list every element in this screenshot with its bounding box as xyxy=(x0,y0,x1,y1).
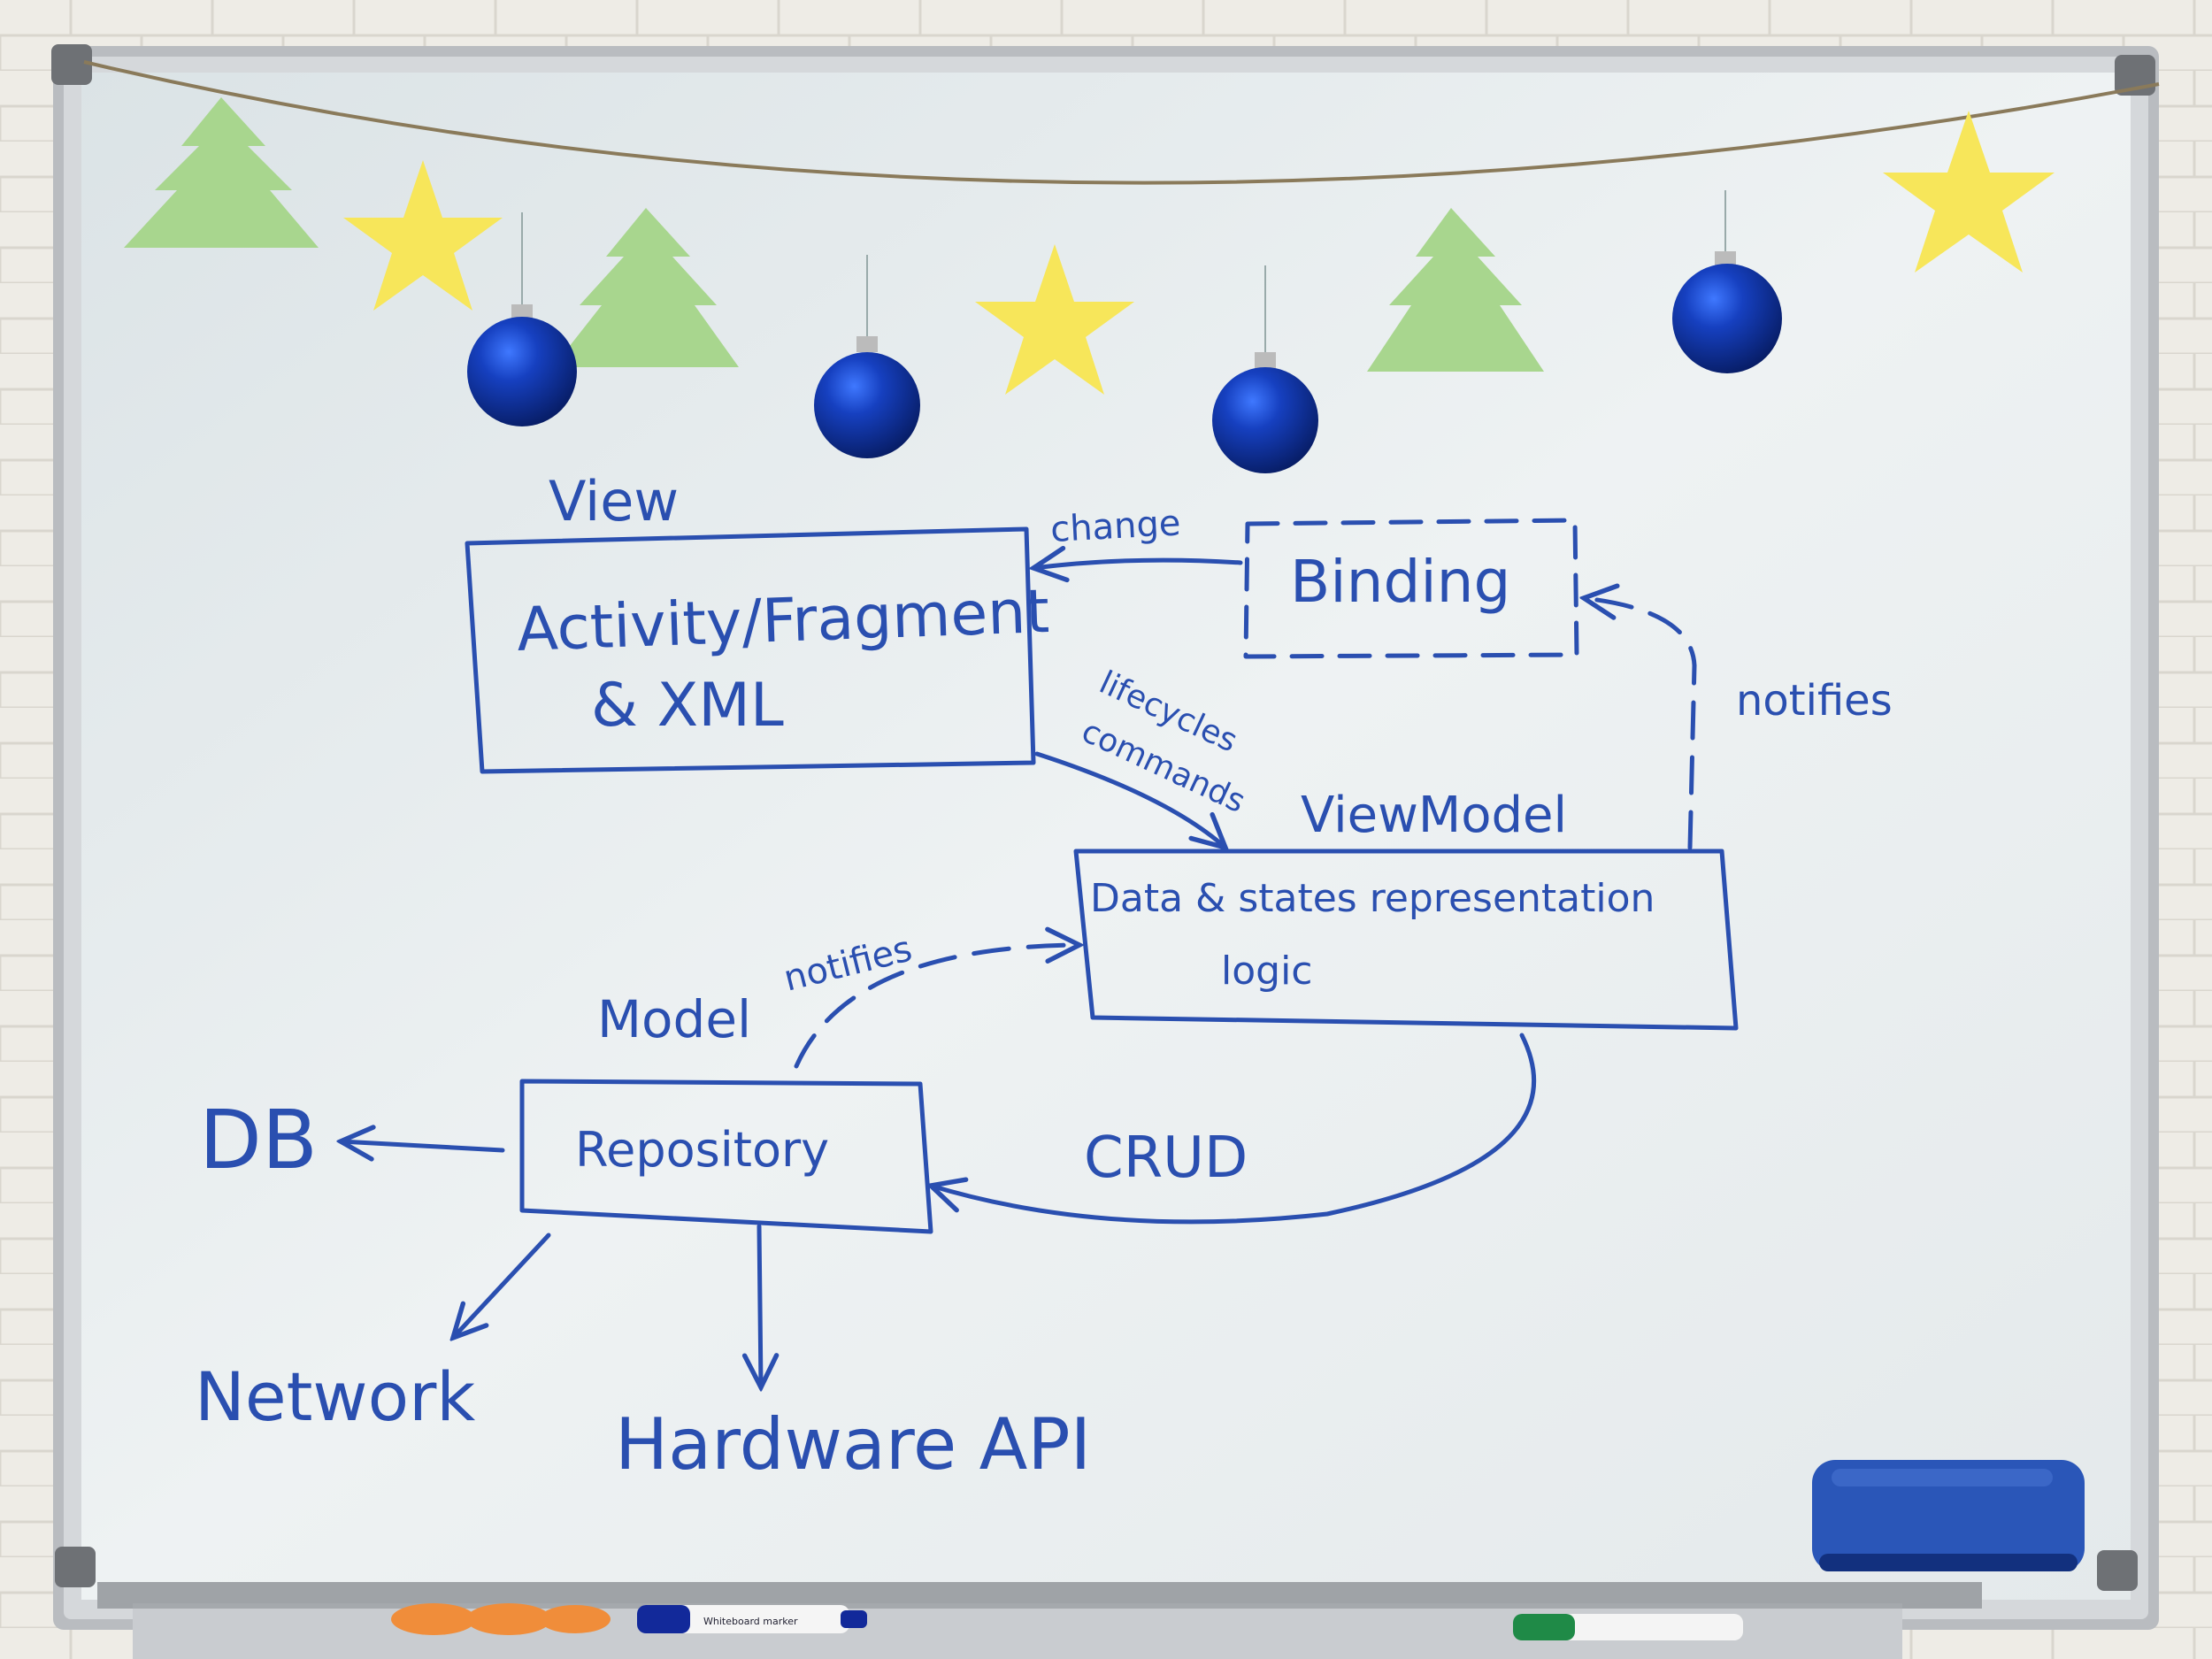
magnet-icon xyxy=(540,1605,611,1633)
paper-star-icon xyxy=(343,160,503,311)
crud-label: CRUD xyxy=(1084,1125,1248,1191)
repository-box xyxy=(519,1079,933,1234)
change-arrow xyxy=(1033,560,1243,568)
view-box-line2: & XML xyxy=(591,671,784,741)
model-title: Model xyxy=(597,989,751,1049)
paper-star-icon xyxy=(975,244,1134,395)
paper-tree-icon xyxy=(1367,208,1544,372)
view-box xyxy=(465,526,1036,774)
notifies-binding-arrow xyxy=(1584,598,1697,850)
crud-arrow xyxy=(931,1033,1537,1225)
corner-cap-icon xyxy=(51,44,92,85)
magnet-icon xyxy=(391,1603,476,1635)
garland-string xyxy=(83,60,2160,185)
network-label: Network xyxy=(195,1357,475,1436)
binding-box xyxy=(1243,518,1579,659)
hardware-arrow xyxy=(759,1224,761,1387)
blue-bauble-icon xyxy=(814,352,920,458)
repository-label: Repository xyxy=(575,1122,829,1178)
blue-bauble-icon xyxy=(467,317,577,426)
blue-bauble-icon xyxy=(1672,264,1782,373)
corner-cap-icon xyxy=(2097,1550,2138,1591)
marker-brand-label: Whiteboard marker xyxy=(703,1616,798,1627)
hardware-api-label: Hardware API xyxy=(615,1403,1091,1486)
viewmodel-box xyxy=(1073,849,1739,1031)
viewmodel-box-line1: Data & states representation xyxy=(1090,876,1655,921)
notifies-binding-label: notifies xyxy=(1736,676,1893,726)
viewmodel-title: ViewModel xyxy=(1301,787,1567,844)
marker-tray: Whiteboard marker xyxy=(97,1582,1982,1659)
db-arrow xyxy=(341,1141,505,1150)
viewmodel-box-line2: logic xyxy=(1221,949,1313,994)
network-arrow xyxy=(453,1233,551,1338)
whiteboard xyxy=(51,44,2159,1630)
view-title: View xyxy=(549,469,679,534)
db-label: DB xyxy=(199,1093,318,1187)
whiteboard-marker-green[interactable] xyxy=(1513,1614,1743,1640)
paper-star-icon xyxy=(1883,111,2055,273)
notifies-model-arrow xyxy=(794,945,1079,1069)
whiteboard-marker[interactable]: Whiteboard marker xyxy=(637,1605,867,1633)
paper-tree-icon xyxy=(124,97,319,248)
blue-bauble-icon xyxy=(1212,367,1318,473)
eraser[interactable] xyxy=(1812,1460,2085,1571)
lifecycle-arrow xyxy=(1034,751,1225,848)
binding-label: Binding xyxy=(1290,548,1510,616)
corner-cap-icon xyxy=(55,1547,96,1587)
change-label: change xyxy=(1049,503,1181,550)
magnet-icon xyxy=(466,1603,551,1635)
paper-tree-icon xyxy=(553,208,739,367)
